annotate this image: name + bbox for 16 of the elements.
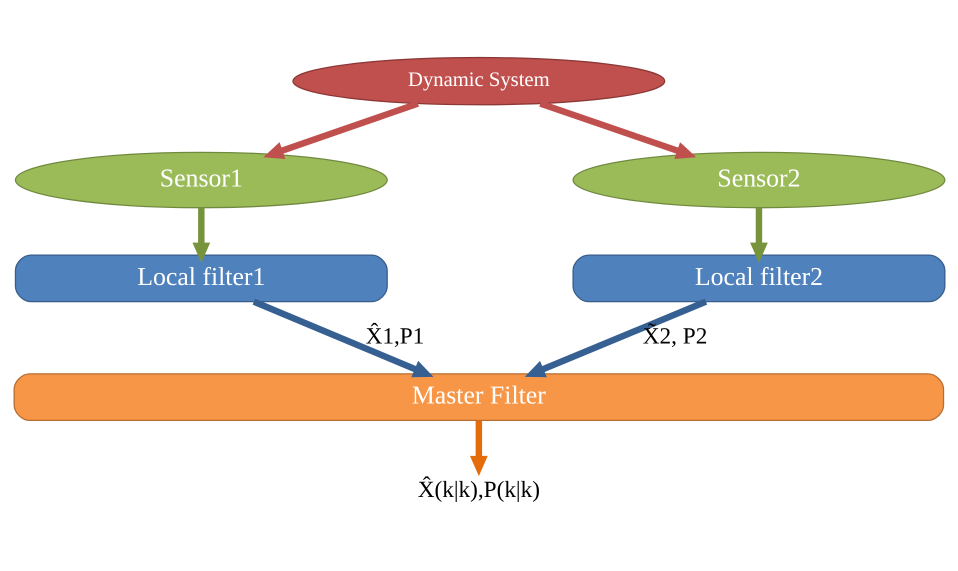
node-box: Local filter2	[572, 254, 945, 302]
arrow	[262, 100, 419, 158]
arrow	[192, 206, 210, 262]
arrow	[469, 420, 488, 476]
arrow	[750, 206, 768, 262]
arrow	[538, 100, 696, 158]
arrow	[524, 298, 707, 377]
node-text: X̂(k|k),P(k|k)	[417, 476, 540, 503]
node-ellipse: Dynamic System	[292, 56, 665, 105]
edge-label: X̃2, P2	[642, 322, 707, 349]
node-ellipse: Sensor2	[572, 151, 945, 208]
edge-label: X̂1,P1	[365, 322, 424, 349]
arrow	[252, 298, 433, 377]
node-box: Local filter1	[14, 254, 388, 302]
node-ellipse: Sensor1	[14, 151, 388, 208]
node-box: Master Filter	[13, 372, 944, 421]
